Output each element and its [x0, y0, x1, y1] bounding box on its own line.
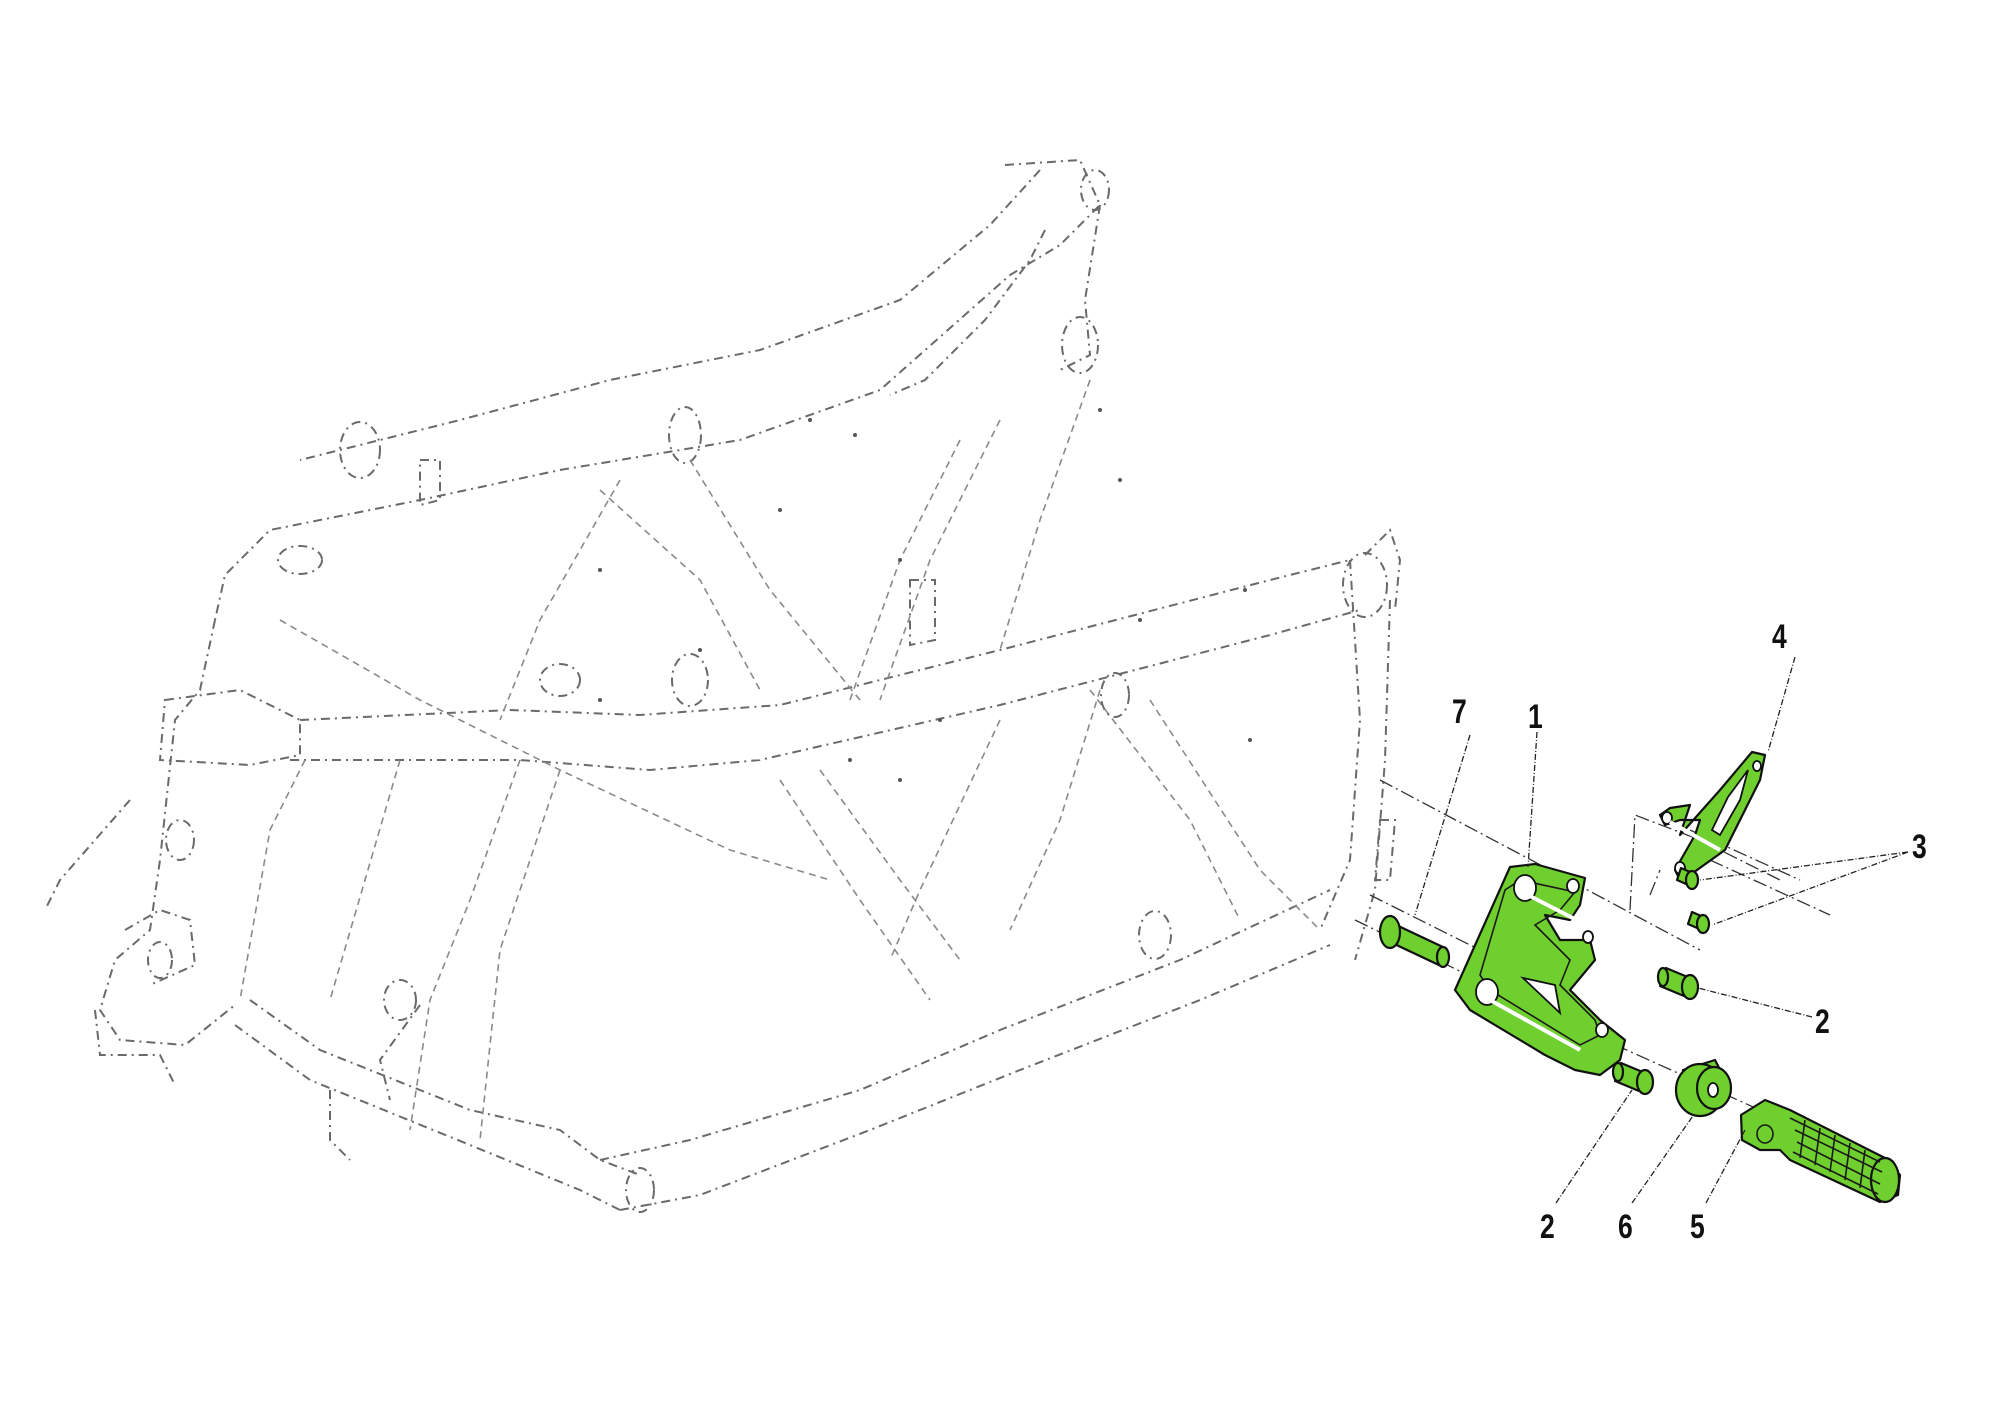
part-3-heel-guard-screw-lower[interactable]: [1686, 910, 1711, 935]
callout-1: 1: [1528, 698, 1543, 736]
callout-3: 3: [1912, 828, 1927, 866]
callout-7: 7: [1452, 693, 1467, 731]
part-2-bracket-screw-upper[interactable]: [1656, 966, 1700, 1001]
frame-rivet-dots: [598, 408, 1252, 782]
callout-leader-lines: [1414, 656, 1909, 1204]
part-3-heel-guard-screw-upper[interactable]: [1675, 866, 1700, 891]
callout-2-lower: 2: [1540, 1208, 1555, 1246]
callout-4: 4: [1772, 618, 1787, 656]
callout-5: 5: [1690, 1208, 1705, 1246]
part-1-footpeg-bracket[interactable]: [1453, 862, 1627, 1077]
motorcycle-frame-outline: [44, 158, 1402, 1213]
callout-6: 6: [1618, 1208, 1633, 1246]
part-5-footpeg[interactable]: [1739, 1098, 1902, 1204]
callout-2-upper: 2: [1815, 1003, 1830, 1041]
part-2-bracket-screw-lower[interactable]: [1611, 1061, 1655, 1096]
part-7-pivot-pin[interactable]: [1378, 914, 1451, 969]
part-6-rubber-damper[interactable]: [1674, 1058, 1733, 1118]
